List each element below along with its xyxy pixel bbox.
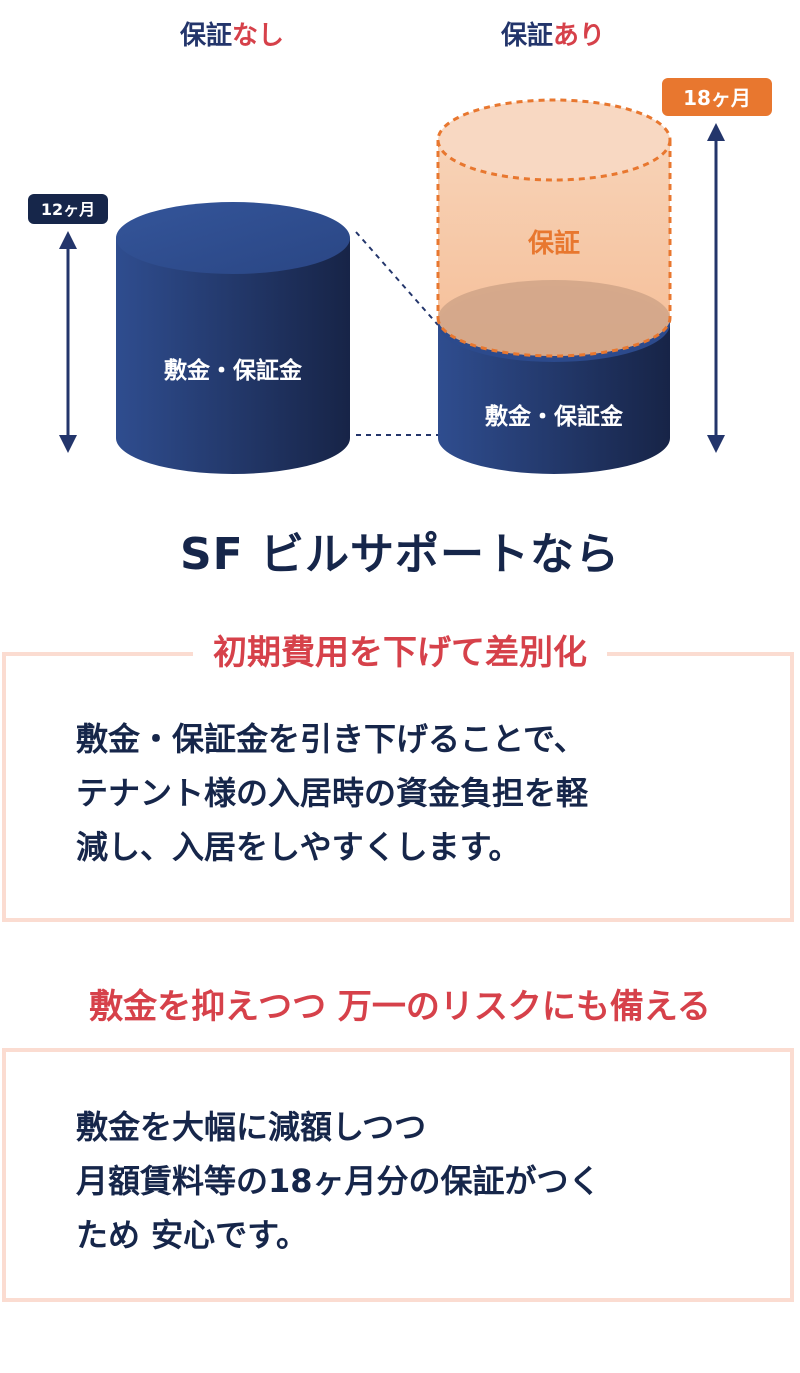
section-1-body-line: 敷金・保証金を引き下げることで、 <box>76 720 586 758</box>
section-2-title-line: 万一のリスクにも備える <box>337 982 711 1032</box>
section-box-1 <box>2 652 794 922</box>
right-cylinder-label: 敷金・保証金 <box>485 403 624 430</box>
section-2-body: 敷金を大幅に減額しつつ 月額賃料等の18ヶ月分の保証がつく ため 安心です。 <box>76 1100 756 1262</box>
guarantee-label: 保証 <box>527 228 580 259</box>
comparison-diagram: 保証なし 保証あり 12ヶ月 18ヶ月 敷金・保証金 敷金・保証金 保証 <box>28 20 772 474</box>
headline: SF ビルサポートなら <box>179 529 621 580</box>
svg-text:18ヶ月: 18ヶ月 <box>683 86 751 110</box>
section-2-body-line: 月額賃料等の18ヶ月分の保証がつく <box>76 1162 601 1200</box>
section-1-body: 敷金・保証金を引き下げることで、 テナント様の入居時の資金負担を軽 減し、入居を… <box>76 712 756 874</box>
left-cylinder-label: 敷金・保証金 <box>164 357 303 384</box>
label-without-guarantee: 保証なし <box>179 20 284 51</box>
section-1-title: 初期費用を下げて差別化 <box>0 628 800 678</box>
section-1-body-line: 減し、入居をしやすくします。 <box>76 828 521 866</box>
section-2-title: 敷金を抑えつつ 万一のリスクにも備える <box>0 982 800 1032</box>
section-1-title-line: 初期費用を下げて差別化 <box>213 628 587 678</box>
section-box-2 <box>2 1048 794 1302</box>
right-guarantee-cylinder: 保証 <box>436 98 672 358</box>
right-duration-badge: 18ヶ月 <box>662 78 772 116</box>
left-cylinder: 敷金・保証金 <box>116 202 350 474</box>
connector-top-dashed <box>355 231 439 326</box>
section-2-body-line: ため 安心です。 <box>76 1216 308 1254</box>
section-2-title-line: 敷金を抑えつつ <box>89 982 327 1032</box>
label-with-guarantee: 保証あり <box>500 20 605 51</box>
section-2-body-line: 敷金を大幅に減額しつつ <box>76 1108 427 1146</box>
left-duration-badge: 12ヶ月 <box>28 194 108 224</box>
section-1-body-line: テナント様の入居時の資金負担を軽 <box>76 774 589 812</box>
svg-text:12ヶ月: 12ヶ月 <box>41 200 95 219</box>
